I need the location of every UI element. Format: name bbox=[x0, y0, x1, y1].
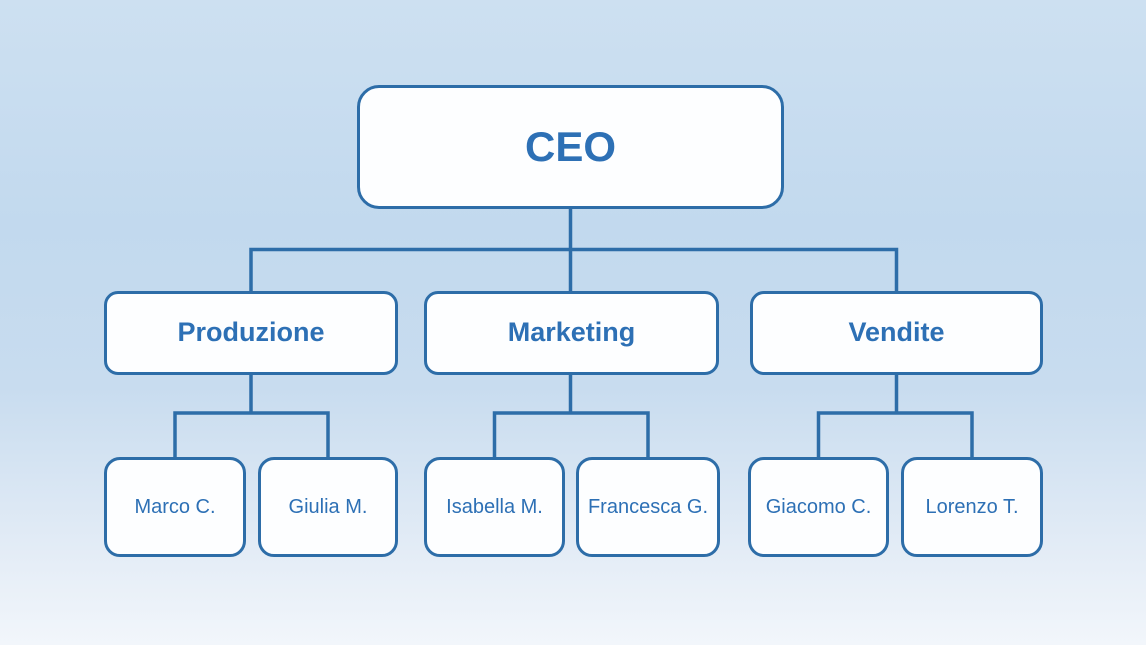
ceo-label: CEO bbox=[524, 122, 616, 170]
department-label: Vendite bbox=[848, 317, 945, 348]
org-node-member: Giacomo C. bbox=[748, 457, 889, 557]
org-node-member: Marco C. bbox=[104, 457, 246, 557]
org-node-member: Francesca G. bbox=[576, 457, 720, 557]
member-label: Francesca G. bbox=[587, 496, 709, 518]
org-node-member: Giulia M. bbox=[258, 457, 398, 557]
org-node-vendite: Vendite bbox=[750, 291, 1043, 375]
org-node-member: Isabella M. bbox=[424, 457, 565, 557]
member-label: Giacomo C. bbox=[765, 496, 872, 518]
department-label: Produzione bbox=[177, 317, 325, 348]
org-node-ceo: CEO bbox=[357, 85, 784, 209]
org-node-produzione: Produzione bbox=[104, 291, 398, 375]
org-node-marketing: Marketing bbox=[424, 291, 719, 375]
org-node-member: Lorenzo T. bbox=[901, 457, 1043, 557]
member-label: Lorenzo T. bbox=[925, 496, 1019, 518]
member-label: Marco C. bbox=[134, 496, 216, 518]
member-label: Giulia M. bbox=[288, 496, 368, 518]
department-label: Marketing bbox=[507, 317, 636, 348]
member-label: Isabella M. bbox=[446, 496, 543, 518]
